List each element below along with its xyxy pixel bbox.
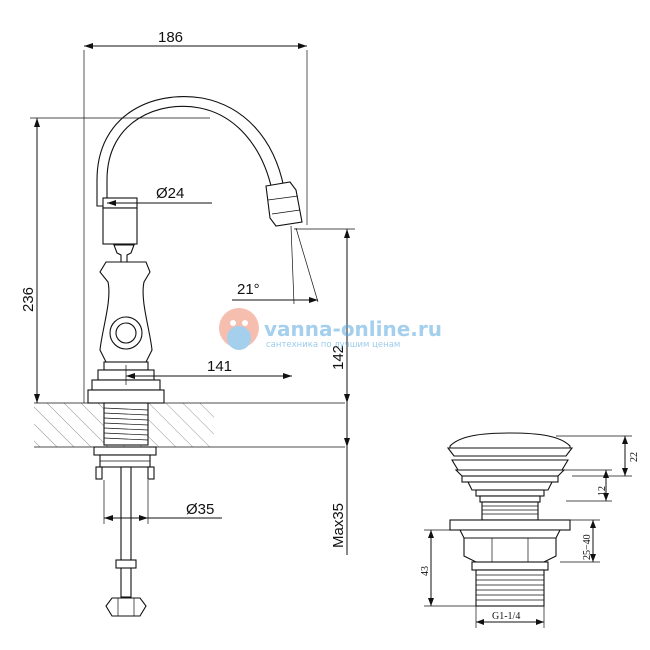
cap-height-label: 22 — [629, 452, 640, 462]
dimension-width: 186 — [83, 29, 308, 403]
dimension-spout-height: 142 — [294, 228, 355, 403]
body-height-label: 43 — [420, 566, 431, 576]
countertop — [34, 402, 345, 448]
connection-diameter-label: Ø35 — [186, 501, 214, 518]
dimension-spout-angle: 21° — [232, 225, 319, 305]
dimension-height: 236 — [20, 117, 210, 403]
dimension-thread: G1-1/4 — [475, 606, 545, 628]
drain-stem — [449, 501, 571, 539]
dimension-body-height: 43 — [420, 529, 476, 607]
svg-text:vanna-online.ru: vanna-online.ru — [264, 317, 442, 341]
spout-angle-label: 21° — [237, 281, 260, 298]
drain-body — [463, 537, 557, 607]
watermark: vanna-online.ru сантехника по лучшим цен… — [219, 308, 442, 350]
watermark-logo-icon — [219, 308, 259, 350]
height-label: 236 — [20, 287, 37, 312]
watermark-name-part1: vanna — [264, 317, 333, 341]
spout-diameter-label: Ø24 — [156, 185, 184, 202]
max-deck-label: Max35 — [330, 503, 347, 548]
threaded-shank — [93, 402, 157, 480]
watermark-name-part2: -online.ru — [333, 317, 443, 341]
supply-hose — [105, 466, 147, 617]
drain-cap — [446, 432, 574, 503]
dimension-connection-diameter: Ø35 — [103, 480, 222, 524]
watermark-tagline: сантехника по лучшим ценам — [266, 340, 400, 350]
dimension-cap-height: 22 — [556, 435, 640, 477]
drain-drawing: 22 12 25−40 43 — [420, 432, 640, 628]
dimension-max-deck: Max35 — [330, 403, 350, 555]
dimension-spout-diameter: Ø24 — [107, 185, 212, 206]
spout-reach-label: 141 — [207, 358, 232, 375]
dimension-spout-reach: 141 — [125, 358, 292, 385]
dimension-range: 25−40 — [560, 519, 600, 563]
faucet-drawing: 186 236 Ø24 21° — [20, 29, 355, 617]
thread-label: G1-1/4 — [492, 611, 520, 622]
spout-height-label: 142 — [330, 345, 347, 370]
range-label: 25−40 — [582, 534, 593, 560]
dimension-collar-height: 12 — [562, 469, 612, 502]
spout — [96, 96, 303, 245]
collar-height-label: 12 — [597, 486, 608, 496]
width-label: 186 — [158, 29, 183, 46]
